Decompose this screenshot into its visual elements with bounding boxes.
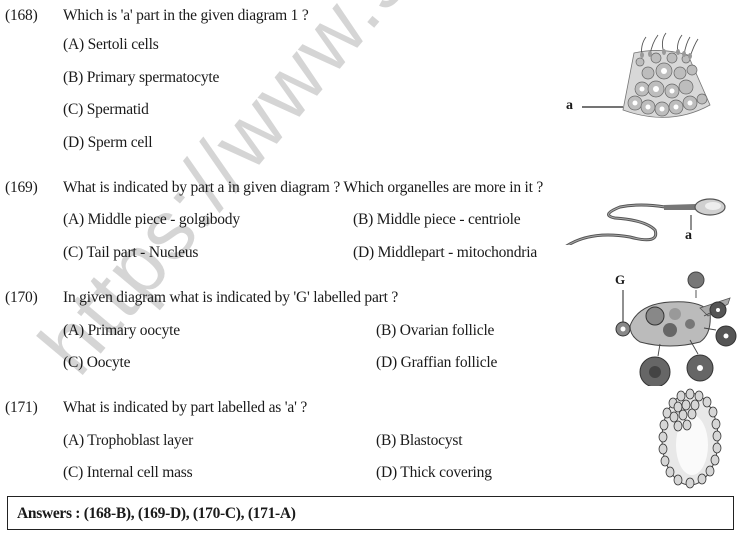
figure-label-g: G <box>615 272 626 287</box>
option-c: (C) Internal cell mass <box>63 464 193 481</box>
option-a: (A) Trophoblast layer <box>63 432 194 449</box>
question-number: (169) <box>5 179 38 196</box>
option-b: (B) Primary spermatocyte <box>63 69 220 86</box>
option-d: (D) Graffian follicle <box>376 354 498 371</box>
question-number: (170) <box>5 289 38 306</box>
question-number: (168) <box>5 7 38 24</box>
option-c: (C) Spermatid <box>63 101 149 118</box>
sperm-cell-icon <box>564 198 726 249</box>
figure-label-a: a <box>685 228 692 243</box>
option-c: (C) Tail part - Nucleus <box>63 244 199 261</box>
question-text: What is indicated by part labelled as 'a… <box>63 399 308 416</box>
blastocyst-diagram <box>650 383 730 495</box>
option-d: (D) Middlepart - mitochondria <box>353 244 538 261</box>
option-b: (B) Blastocyst <box>376 432 463 449</box>
question-text: What is indicated by part a in given dia… <box>63 179 544 196</box>
ovary-diagram: G <box>600 268 746 388</box>
option-a: (A) Primary oocyte <box>63 322 180 339</box>
option-b: (B) Middle piece - centriole <box>353 211 521 228</box>
option-c: (C) Oocyte <box>63 354 131 371</box>
option-a: (A) Middle piece - golgibody <box>63 211 240 228</box>
answers-text: Answers : (168-B), (169-D), (170-C), (17… <box>17 505 296 522</box>
option-d: (D) Sperm cell <box>63 134 153 151</box>
question-text: Which is 'a' part in the given diagram 1… <box>63 7 309 24</box>
answers-box: Answers : (168-B), (169-D), (170-C), (17… <box>7 496 734 530</box>
figure-label-a: a <box>566 98 573 113</box>
seminiferous-tubule-diagram: a <box>560 15 746 135</box>
option-d: (D) Thick covering <box>376 464 492 481</box>
option-a: (A) Sertoli cells <box>63 36 159 53</box>
ovary-icon <box>615 271 737 388</box>
blastocyst-icon <box>658 388 722 489</box>
sperm-cell-diagram: a <box>560 185 746 249</box>
question-text: In given diagram what is indicated by 'G… <box>63 289 399 306</box>
question-number: (171) <box>5 399 38 416</box>
seminiferous-tubule-icon <box>582 32 711 118</box>
option-b: (B) Ovarian follicle <box>376 322 495 339</box>
